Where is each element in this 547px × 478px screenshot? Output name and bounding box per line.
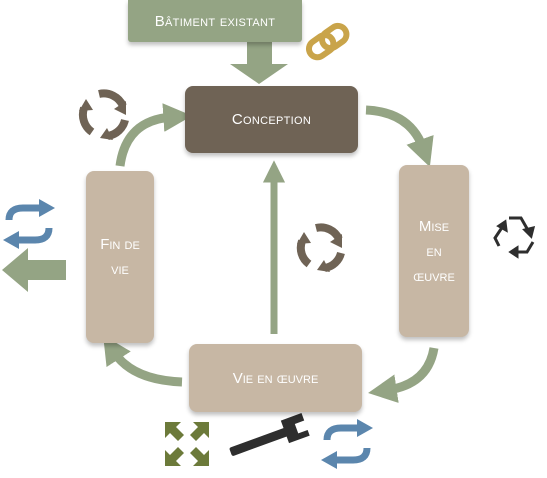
arrow-vie-to-fin — [103, 335, 183, 387]
arrow-mise-to-vie — [368, 347, 439, 403]
expand-arrows-icon — [165, 422, 209, 466]
arrow-conception-to-mise — [365, 105, 434, 167]
node-conception-label: Conception — [231, 111, 312, 128]
node-mise-en-oeuvre: Mise en œuvre — [399, 165, 469, 337]
arrow-fin-to-conception — [115, 103, 193, 167]
cycle-arrows-icon — [78, 89, 129, 140]
node-fin-line-2: vie — [111, 261, 129, 278]
node-vie-en-oeuvre: Vie en œuvre — [189, 344, 362, 412]
node-fin-de-vie: Fin de vie — [86, 171, 154, 343]
recycle-icon — [493, 216, 536, 259]
node-fin-line-1: Fin de — [100, 236, 140, 253]
arrow-existing-to-conception — [230, 42, 288, 84]
node-batiment-existant: Bâtiment existant — [128, 0, 302, 42]
node-mise-line-1: Mise — [418, 217, 450, 235]
chain-link-icon — [305, 22, 350, 61]
node-mise-line-2: en — [426, 242, 442, 260]
node-mise-line-3: œuvre — [413, 267, 455, 285]
cycle-arrows-icon — [296, 223, 345, 272]
swap-arrows-icon — [3, 199, 55, 249]
node-vie-en-oeuvre-label: Vie en œuvre — [232, 369, 319, 387]
swap-arrows-icon — [321, 419, 373, 469]
wrench-icon — [229, 413, 310, 456]
node-batiment-existant-label: Bâtiment existant — [154, 12, 276, 30]
left-arrow-icon — [2, 248, 66, 292]
node-conception: Conception — [185, 86, 358, 153]
